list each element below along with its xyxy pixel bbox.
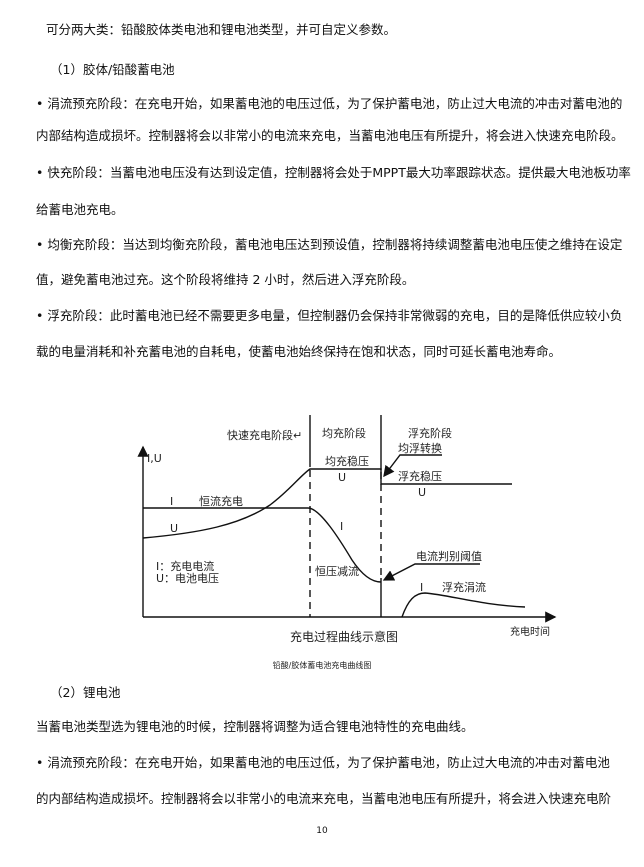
float-trickle-label: 浮充涓流 [442,580,486,594]
current-curve [143,507,382,583]
voltage-label: U [338,471,346,484]
current-label: I [170,495,173,508]
float-voltage-label: 浮充稳压 [398,469,442,483]
section-heading: （1）胶体/铅酸蓄电池 [50,62,175,77]
paragraph: • 快充阶段：当蓄电池电压没有达到设定值，控制器将会处于MPPT最大功率跟踪状态… [36,165,631,180]
stage-fast-label: 快速充电阶段↵ [227,428,302,442]
threshold-label: 电流判别阈值 [416,549,482,563]
switch-pointer [383,454,442,478]
paragraph: • 均衡充阶段：当达到均衡充阶段，蓄电池电压达到预设值，控制器将持续调整蓄电池电… [36,237,623,252]
equal-voltage-label: 均充稳压 [325,454,369,468]
const-current-label: 恒流充电 [199,494,243,508]
threshold-pointer [382,563,480,581]
paragraph: 可分两大类：铅酸胶体类电池和锂电池类型，并可自定义参数。 [46,22,397,37]
paragraph: 的内部结构造成损坏。控制器将会以非常小的电流来充电，当蓄电池电压有所提升，将会进… [36,791,612,806]
stage-equal-label: 均充阶段 [322,426,366,440]
section-heading: （2）锂电池 [50,685,121,700]
current-label: I [340,520,343,533]
voltage-curve [142,468,512,539]
paragraph: 内部结构造成损坏。控制器将会以非常小的电流来充电，当蓄电池电压有所提升，将会进入… [36,128,624,143]
voltage-label: U [418,486,426,499]
float-current-curve [401,592,526,618]
legend-current: I：充电电流 [156,559,214,573]
stage-float-label: 浮充阶段 [408,426,452,440]
paragraph: • 涓流预充阶段：在充电开始，如果蓄电池的电压过低，为了保护蓄电池，防止过大电流… [36,755,610,770]
paragraph: 载的电量消耗和补充蓄电池的自耗电，使蓄电池始终保持在饱和状态，同时可延长蓄电池寿… [36,344,562,359]
y-axis-label: I,U [147,452,162,465]
diagram-title: 充电过程曲线示意图 [290,629,398,644]
figure-caption: 铅酸/胶体蓄电池充电曲线图 [272,661,372,670]
switch-label: 均浮转换 [398,441,442,455]
const-voltage-label: 恒压减流 [315,564,359,578]
legend-voltage: U：电池电压 [156,572,219,585]
current-label: I [420,581,423,594]
voltage-label: U [170,522,178,535]
paragraph: • 浮充阶段：此时蓄电池已经不需要更多电量，但控制器仍会保持非常微弱的充电，目的… [36,308,623,323]
paragraph: 当蓄电池类型选为锂电池的时候，控制器将调整为适合锂电池特性的充电曲线。 [36,719,474,734]
x-axis-label: 充电时间 [510,625,550,638]
paragraph: 值，避免蓄电池过充。这个阶段将维持 2 小时，然后进入浮充阶段。 [36,272,415,287]
page-number: 10 [316,826,328,836]
paragraph: • 涓流预充阶段：在充电开始，如果蓄电池的电压过低，为了保护蓄电池，防止过大电流… [36,96,623,111]
paragraph: 给蓄电池充电。 [36,202,124,217]
